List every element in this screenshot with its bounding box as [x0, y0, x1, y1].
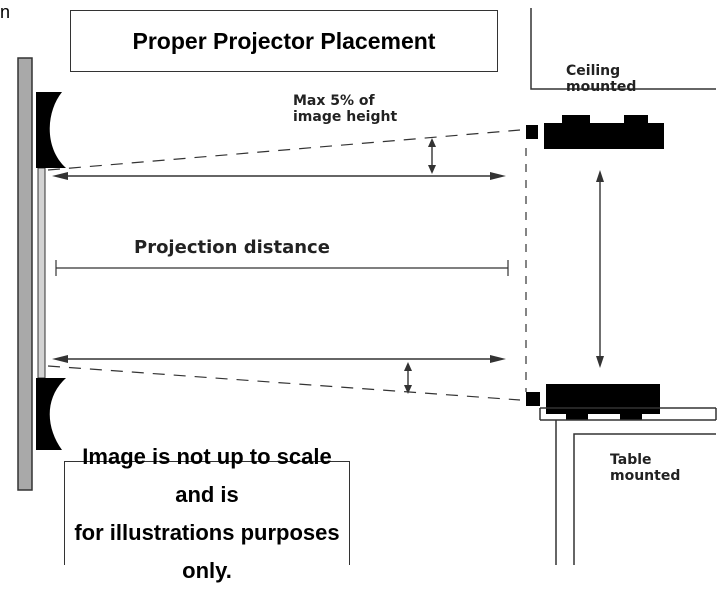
lower-projection-ray: [47, 365, 521, 401]
ceiling-mounted-projector: [526, 8, 716, 149]
screen-bracket-bottom: [36, 378, 66, 450]
ceiling-outline: [530, 8, 716, 90]
ceiling-mount-foot-left: [562, 115, 590, 123]
table-top-edge: [539, 408, 716, 421]
ceiling-mount-foot-right: [624, 115, 648, 123]
projection-distance-dimension: [55, 260, 509, 276]
upper-offset-marker: [428, 138, 436, 174]
projection-distance-label: Projection distance: [134, 237, 330, 258]
diagram-title-box: Proper Projector Placement: [70, 10, 498, 72]
screen-wall: [17, 57, 33, 491]
disclaimer-line2: for illustrations purposes only.: [74, 519, 340, 583]
projector-height-arrow: [596, 170, 604, 368]
ceiling-projector-body: [544, 123, 664, 149]
table-mounted-label-line1: Table: [610, 452, 652, 468]
lower-image-edge-arrow: [52, 355, 506, 363]
projector-placement-diagram: [17, 8, 717, 565]
table-mount-foot-right: [620, 414, 642, 420]
screen-bracket-top: [36, 92, 66, 168]
max-offset-label-line2: image height: [293, 109, 398, 125]
lower-offset-marker: [404, 362, 412, 394]
upper-projection-ray: [47, 129, 521, 171]
table-projector-lens: [526, 392, 540, 406]
table-mounted-projector: [526, 384, 717, 565]
disclaimer-line1: Image is not up to scale and is: [82, 443, 332, 507]
disclaimer-box: Image is not up to scale and is for illu…: [64, 444, 350, 583]
ceiling-mounted-label-line1: Ceiling: [566, 63, 621, 79]
ceiling-projector-lens: [526, 125, 538, 139]
cropped-text-fragment: n: [0, 2, 11, 22]
max-offset-label-line1: Max 5% of: [293, 93, 375, 109]
ceiling-mounted-label-line2: mounted: [566, 79, 637, 95]
table-mount-foot-left: [566, 414, 588, 420]
table-mounted-label-line2: mounted: [610, 468, 681, 484]
projection-screen: [17, 57, 66, 491]
screen-surface: [37, 167, 46, 379]
upper-image-edge-arrow: [52, 172, 506, 180]
table-projector-body: [546, 384, 660, 414]
diagram-title: Proper Projector Placement: [132, 27, 436, 54]
table-leg-inner: [573, 433, 716, 565]
